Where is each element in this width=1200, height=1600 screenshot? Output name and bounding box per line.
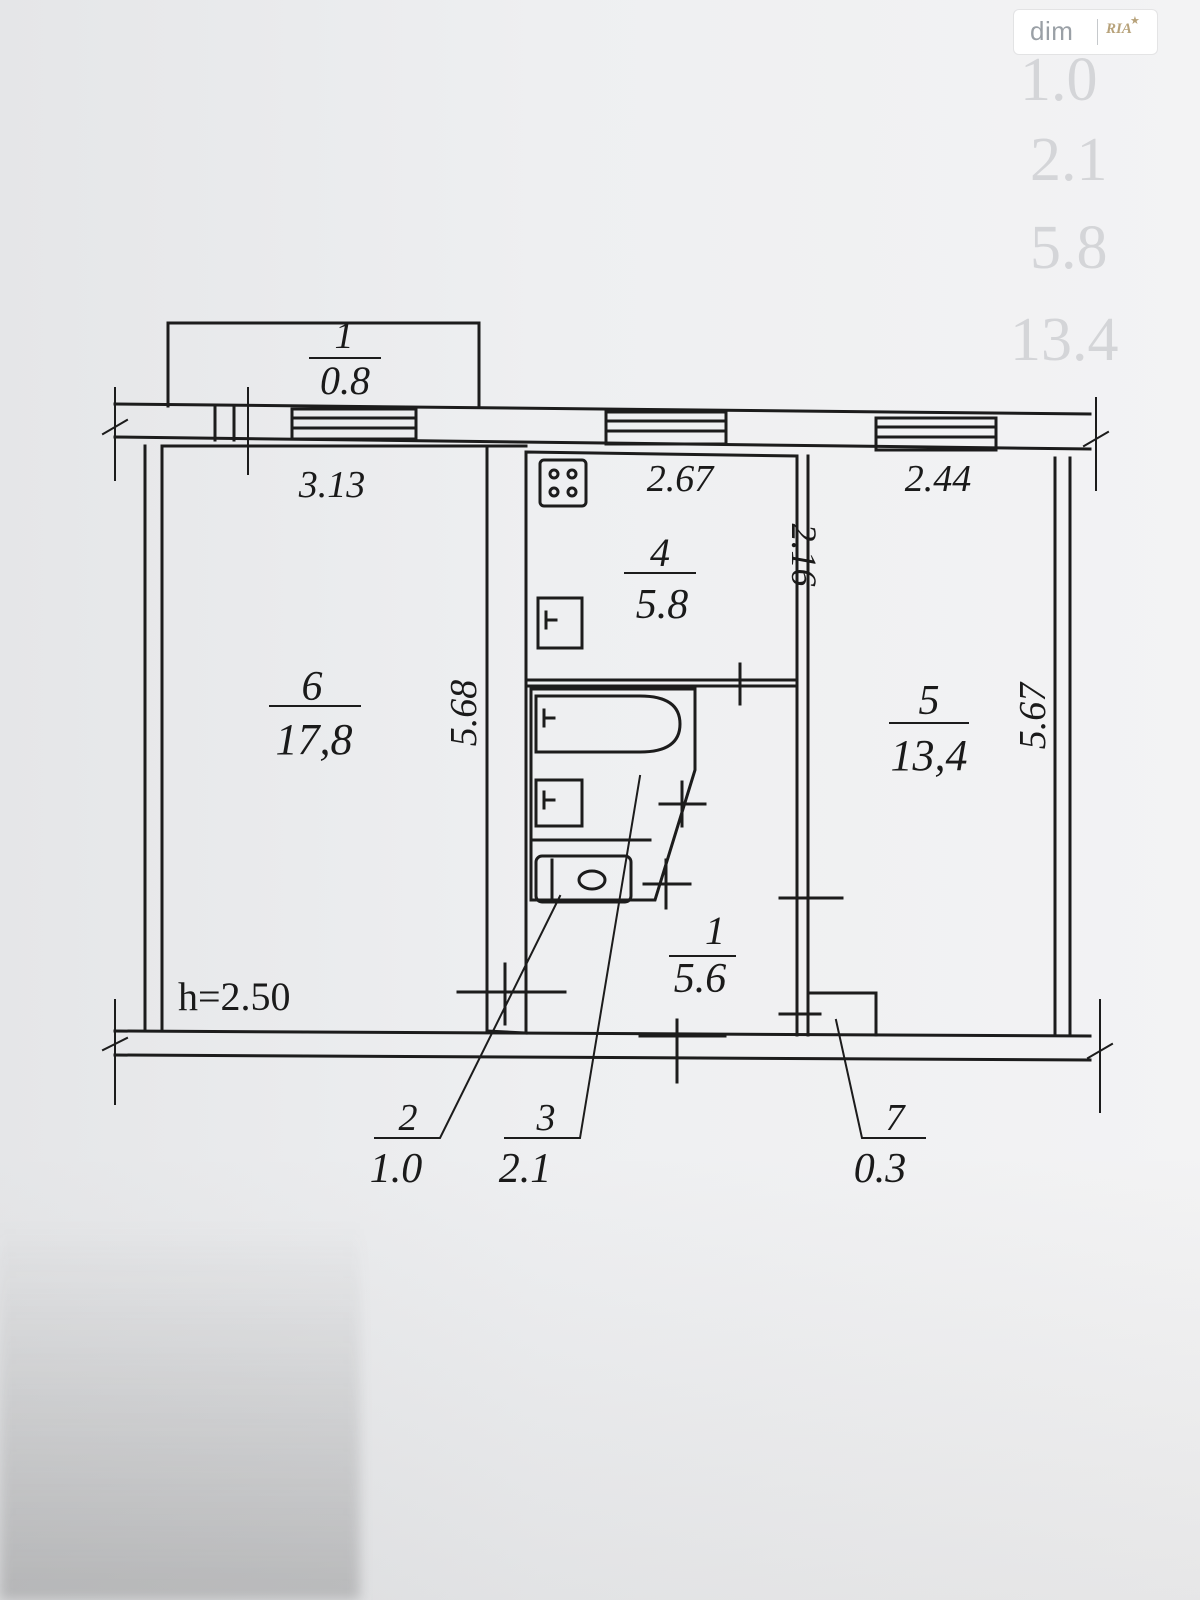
left-wall <box>143 444 164 1033</box>
wc-number: 2 <box>399 1097 418 1139</box>
ghost-text: 1.0 2.1 5.8 13.4 <box>1010 46 1119 374</box>
stove-burner-1 <box>548 468 560 480</box>
ghost-text-2: 2.1 <box>1030 126 1108 194</box>
ghost-text-3: 5.8 <box>1030 214 1108 282</box>
stove-burner-3 <box>548 486 560 498</box>
room5-depth: 5.67 <box>1012 681 1054 750</box>
toilet-fixture <box>534 854 633 904</box>
wc-area: 1.0 <box>370 1146 423 1192</box>
star-icon: ★ <box>1130 15 1140 27</box>
hall-number: 1 <box>705 908 725 953</box>
kitchen-area: 5.8 <box>636 582 689 628</box>
closet7-area: 0.3 <box>854 1146 907 1192</box>
room5-left-wall <box>795 454 810 1037</box>
ghost-text-4: 13.4 <box>1010 306 1119 374</box>
right-wall <box>1053 456 1072 1037</box>
kitchen-sink-fixture <box>536 596 584 650</box>
kitchen-tap <box>544 610 558 630</box>
bath-sink-fixture <box>534 778 584 828</box>
stove-fixture <box>538 458 588 508</box>
bathtub-tap <box>542 708 556 728</box>
room6-number: 6 <box>302 664 323 710</box>
toilet-bowl <box>577 869 607 891</box>
kitchen-number: 4 <box>650 530 670 575</box>
room6-width: 3.13 <box>298 464 366 506</box>
watermark-brand: dim <box>1030 16 1074 46</box>
bath-number: 3 <box>536 1097 556 1139</box>
balcony-area: 0.8 <box>320 358 370 403</box>
dimria-watermark: dim RIA ★ <box>1014 10 1157 54</box>
hall-area: 5.6 <box>674 956 727 1002</box>
ghost-text-1: 1.0 <box>1020 46 1098 114</box>
shadow <box>0 1220 360 1600</box>
stove-burner-4 <box>566 486 578 498</box>
ceiling-height: h=2.50 <box>178 974 291 1019</box>
closet7-outline <box>806 991 878 1037</box>
bath-block-outline <box>529 687 697 902</box>
bottom-wall-outer <box>113 1053 1092 1062</box>
stove-burner-2 <box>566 468 578 480</box>
room6-depth: 5.68 <box>443 680 485 747</box>
top-wall-inner <box>113 435 1092 451</box>
leader-lines <box>374 774 926 1139</box>
closet7-number: 7 <box>886 1097 907 1139</box>
kitchen-width: 2.67 <box>647 458 716 500</box>
bath-area: 2.1 <box>499 1146 552 1192</box>
fraction-bars <box>269 357 969 957</box>
plan-labels: 1 0.8 3.13 6 17,8 5.68 2.67 4 5.8 2.16 2… <box>178 315 1054 1192</box>
room6-area: 17,8 <box>276 715 353 764</box>
balcony-number: 1 <box>335 315 354 357</box>
kitchen-depth: 2.16 <box>784 524 824 587</box>
top-wall-outer <box>113 402 1092 416</box>
room5-area: 13,4 <box>891 731 968 780</box>
door-marks <box>456 662 844 1084</box>
balcony-outline <box>166 321 481 408</box>
windows <box>213 404 998 452</box>
bath-sink-tap <box>542 790 556 810</box>
corridor-wall <box>485 444 528 1035</box>
watermark-separator <box>1097 19 1098 45</box>
dimension-ticks <box>101 387 1114 1113</box>
room5-width: 2.44 <box>905 458 972 500</box>
bathtub-fixture <box>534 694 682 754</box>
watermark-logo: RIA <box>1106 21 1132 37</box>
bottom-wall-inner <box>113 1029 1092 1038</box>
room5-number: 5 <box>919 678 940 724</box>
